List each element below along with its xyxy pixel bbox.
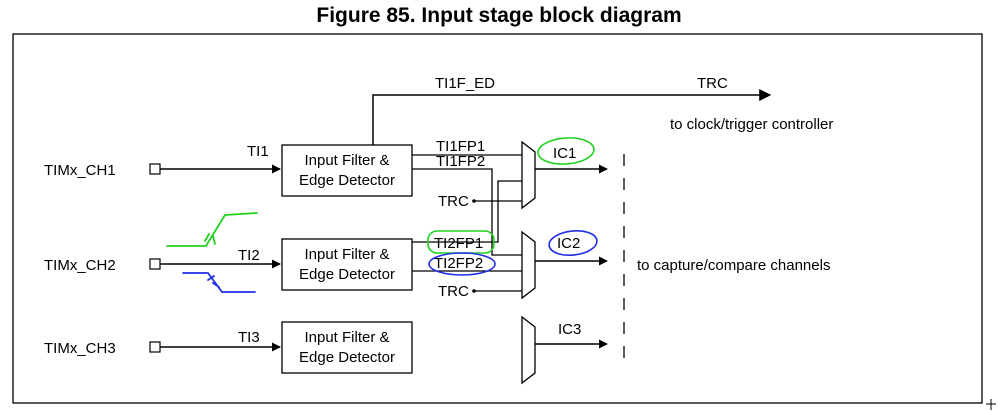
trc-label-1: TRC: [438, 193, 469, 210]
ic1-label: IC1: [553, 145, 576, 162]
filter-block-2: [281, 238, 413, 291]
ti2-label: TI2: [238, 247, 260, 264]
ti1f-ed-line: [372, 89, 772, 145]
ti1fp2-label: TI1FP2: [436, 153, 485, 170]
ti3-label: TI3: [238, 329, 260, 346]
ch3-pin[interactable]: [149, 341, 161, 353]
filter-block-1: [281, 144, 413, 197]
ti2fp1-line: [412, 180, 522, 243]
ic3-label: IC3: [558, 321, 581, 338]
ti2fp1-label: TI2FP1: [434, 235, 483, 252]
ch1-input-label: TIMx_CH1: [44, 162, 116, 179]
ic1-green-circle: [537, 137, 595, 165]
ti1fp1-label: TI1FP1: [436, 138, 485, 155]
ch2-input-label: TIMx_CH2: [44, 257, 116, 274]
ch2-pin[interactable]: [149, 258, 161, 270]
filter-block-1-line2: Edge Detector: [299, 172, 395, 189]
filter-block-3-line1: Input Filter &: [304, 329, 389, 346]
rising-edge-sketch: [166, 212, 258, 247]
mux-1: [521, 140, 536, 210]
diagram-frame: [12, 33, 983, 404]
mux-3: [521, 315, 536, 385]
clock-trigger-label: to clock/trigger controller: [670, 116, 833, 133]
capture-compare-label: to capture/compare channels: [637, 257, 830, 274]
trc-output-label: TRC: [697, 75, 728, 92]
falling-edge-sketch: [182, 272, 256, 293]
filter-block-3-line2: Edge Detector: [299, 349, 395, 366]
ti2fp2-label: TI2FP2: [434, 255, 483, 272]
filter-block-1-line1: Input Filter &: [304, 152, 389, 169]
filter-block-3: [281, 321, 413, 374]
mux-2: [521, 230, 536, 300]
ti1-label: TI1: [247, 143, 269, 160]
ti1fp2-line: [412, 168, 522, 256]
ch3-input-label: TIMx_CH3: [44, 340, 116, 357]
trc-label-2: TRC: [438, 283, 469, 300]
ic2-blue-circle: [548, 230, 598, 256]
ic2-label: IC2: [557, 235, 580, 252]
filter-block-2-line1: Input Filter &: [304, 246, 389, 263]
corner-mark: [986, 399, 996, 410]
figure-title: Figure 85. Input stage block diagram: [316, 4, 682, 27]
ti1f-ed-label: TI1F_ED: [435, 75, 495, 92]
ch1-pin[interactable]: [149, 163, 161, 175]
ti2fp2-blue-circle: [428, 252, 496, 276]
filter-block-2-line2: Edge Detector: [299, 266, 395, 283]
